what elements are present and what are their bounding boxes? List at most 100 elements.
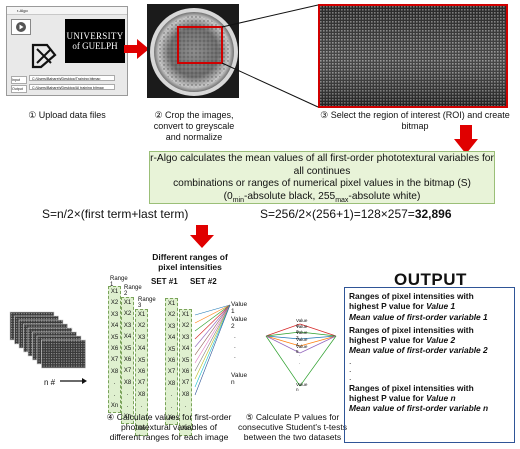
pvalue-line	[299, 335, 337, 354]
range-cell: .	[184, 403, 187, 410]
summary-box: r-Algo calculates the mean values of all…	[149, 151, 495, 204]
set-2-label: SET #2	[190, 277, 217, 286]
university-logo: UNIVERSITY of GUELPH	[65, 19, 125, 63]
range-cell: X7	[167, 369, 176, 376]
connector-line	[194, 304, 231, 380]
range-cell: X3	[110, 311, 119, 318]
range-cell: X7	[181, 380, 190, 387]
range-cell: .	[170, 403, 173, 410]
stack-arrow-icon	[60, 378, 87, 384]
pvalue-label: Value 5	[296, 344, 308, 354]
connector-line	[194, 304, 231, 340]
roi-bitmap	[318, 4, 508, 108]
value-label: .	[234, 353, 236, 360]
range-cell: X4	[167, 335, 176, 342]
step-1-caption: ① Upload data files	[28, 110, 106, 120]
range-cell: Xn	[110, 402, 119, 409]
range-cell: .	[170, 392, 173, 399]
range-cell: X2	[181, 323, 190, 330]
pvalue-label: .	[299, 360, 301, 365]
pvalue-label: .	[299, 352, 301, 357]
pvalue-label: Value 4	[296, 337, 308, 347]
output-title: OUTPUT	[394, 270, 467, 289]
range-cell: X7	[110, 357, 119, 364]
image-stack	[9, 311, 86, 369]
logo-line-1: UNIVERSITY	[66, 31, 124, 41]
range-cell: X1	[110, 289, 119, 295]
run-button[interactable]	[11, 19, 31, 35]
step-2-caption: ② Crop the images, convert to greyscale …	[153, 110, 235, 142]
range-cell: .	[140, 414, 143, 421]
formula-general: S=n/2×(first term+last term)	[42, 207, 189, 221]
range-cell: X3	[123, 322, 132, 329]
pvalue-line	[265, 335, 301, 387]
value-label: .	[234, 343, 236, 350]
stack-frame	[41, 339, 86, 369]
range-cell: X6	[110, 345, 119, 352]
step-5-caption: ⑤ Calculate P values for consecutive Stu…	[237, 412, 348, 442]
range-cell: X2	[167, 312, 176, 319]
value-label: .	[234, 333, 236, 340]
range-cell: X1	[123, 300, 132, 306]
range-cell: Xn	[181, 425, 190, 432]
range-cell: .	[113, 380, 116, 387]
range-cell: X5	[167, 346, 176, 353]
connector-line	[194, 304, 231, 388]
pvalue-line	[299, 335, 337, 347]
ranges-header: Different ranges of pixel intensities	[135, 252, 245, 272]
connector-line	[194, 304, 231, 364]
arrow-down-icon-2	[190, 225, 214, 248]
range-cell: X8	[181, 391, 190, 398]
range-cell: X2	[123, 311, 132, 318]
ranges-header-line-2: pixel intensities	[158, 262, 222, 272]
formula-result: S=256/2×(256+1)=128×257=32,896	[260, 207, 452, 221]
range-cell: X8	[123, 379, 132, 386]
range-cell: X1	[137, 312, 146, 318]
pvalue-line	[265, 335, 301, 340]
range-cell: X4	[110, 323, 119, 330]
stack-count-label: n #	[44, 378, 56, 387]
window-title: r-Algo	[17, 8, 28, 13]
connector-line	[194, 304, 231, 324]
pvalue-line	[299, 331, 337, 337]
range-cell: .	[126, 402, 129, 409]
pvalue-label: Value 1	[296, 318, 308, 328]
output-entry-n: Ranges of pixel intensities with highest…	[349, 382, 489, 414]
output-box: Ranges of pixel intensities with highest…	[344, 287, 515, 443]
output-path-label: Output	[11, 85, 27, 93]
pvalue-label: Value n	[296, 382, 308, 392]
range-cell: X1	[167, 301, 176, 307]
range-cell: X5	[181, 357, 190, 364]
range-cell: X5	[110, 334, 119, 341]
step-4-caption: ④ Calculate values for first-order photo…	[106, 412, 232, 442]
summary-line-2: combinations or ranges of numerical pixe…	[173, 178, 471, 189]
range-cell: .	[184, 414, 187, 421]
logo-line-2: of GUELPH	[72, 41, 118, 51]
play-icon	[16, 22, 26, 32]
connector-line	[194, 304, 231, 348]
range-cell: X8	[137, 391, 146, 398]
range-cell: X3	[181, 334, 190, 341]
pvalue-line	[265, 331, 301, 337]
set-1-label: SET #1	[151, 277, 178, 286]
range-cell: X6	[167, 357, 176, 364]
range-cell: X7	[123, 368, 132, 375]
input-path-field[interactable]: C:/Users/Bahareh/Desktop/Training bitmap	[29, 75, 115, 81]
connector-line	[194, 304, 231, 316]
range-cell: X8	[110, 368, 119, 375]
range-cell: X6	[181, 368, 190, 375]
arrow-down-icon	[454, 125, 478, 154]
range-cell: X4	[123, 334, 132, 341]
range-cell: X1	[181, 312, 190, 318]
range-cell: X8	[167, 380, 176, 387]
range-cell: X6	[137, 368, 146, 375]
range-cell: .	[126, 391, 129, 398]
value-label: Value 2	[231, 316, 248, 330]
range-connector-lines	[194, 304, 231, 396]
output-path-field[interactable]: C:/Users/Bahareh/Desktop/AI training bit…	[29, 84, 115, 90]
pvalue-line	[299, 323, 337, 337]
